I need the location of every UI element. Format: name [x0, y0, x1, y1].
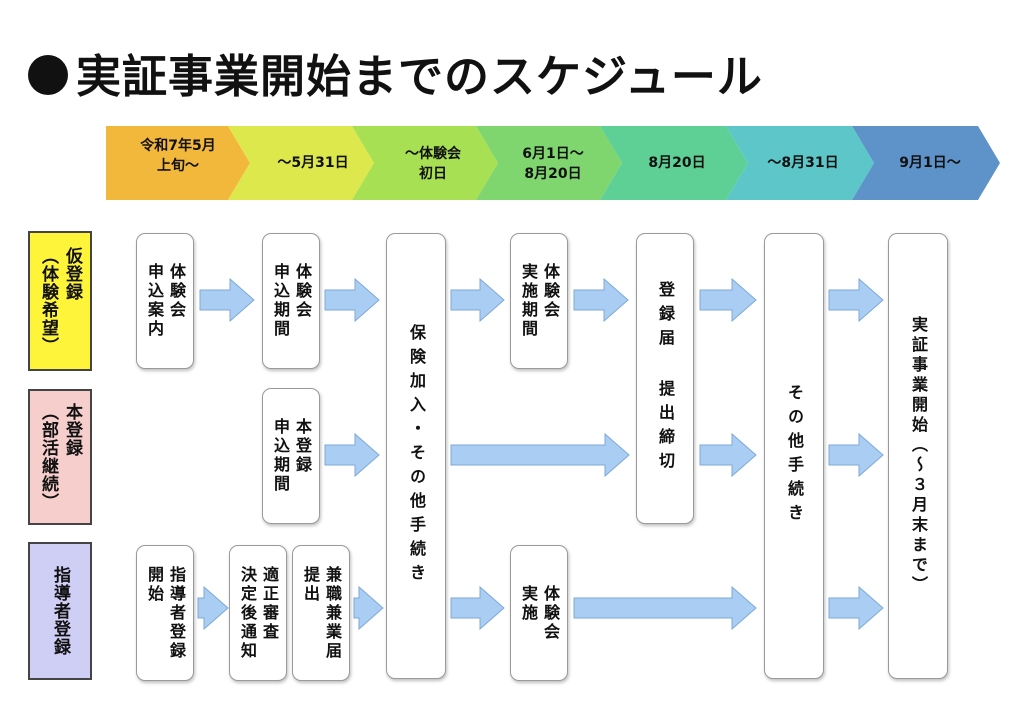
arrow-trial-to-deadline [573, 277, 629, 323]
timeline-chevron-2 [228, 126, 374, 200]
category-instructor: 指導者登録 [28, 542, 92, 680]
arrow-other-to-start-2 [828, 432, 884, 478]
timeline-label-6: ～8月31日 [767, 155, 839, 171]
insurance-box: 保険加入・その他手続き [386, 233, 446, 679]
category-main-label: 本登録 （部活継続） [38, 403, 82, 511]
side-job-box: 兼職兼業届 提出 [292, 545, 350, 681]
timeline-label-2: ～5月31日 [277, 155, 349, 171]
arrow-apply-to-insurance [324, 277, 380, 323]
arrow-deadline-to-other-2 [699, 432, 757, 478]
arrow-sidejob-to-insurance [353, 585, 384, 631]
timeline-chevron-5 [600, 126, 748, 200]
arrow-trial-held-to-other [573, 585, 757, 631]
arrow-other-to-start-1 [828, 277, 884, 323]
page-title: 実証事業開始までのスケジュール [28, 40, 763, 105]
other-procedures-box: その他手続き [764, 233, 824, 679]
arrow-guide-to-apply [199, 277, 255, 323]
registration-deadline-box: 登録届 提出締切 [636, 233, 694, 524]
project-start-box: 実証事業開始（～３月末まで） [888, 233, 948, 679]
arrow-register-to-screening [197, 585, 229, 631]
bullet-dot [28, 55, 68, 95]
title-text: 実証事業開始までのスケジュール [76, 50, 763, 103]
timeline-chevron-7 [852, 126, 1000, 200]
timeline-label-3: ～体験会 初日 [405, 146, 461, 182]
arrow-insurance-to-deadline [450, 432, 630, 478]
category-main: 本登録 （部活継続） [28, 389, 92, 525]
arrow-main-to-insurance [324, 432, 380, 478]
arrow-other-to-start-3 [828, 585, 884, 631]
category-instructor-label: 指導者登録 [50, 566, 70, 656]
category-provisional-label: 仮登録 （体験希望） [38, 247, 82, 355]
category-provisional: 仮登録 （体験希望） [28, 231, 92, 371]
trial-guide-box: 体験会 申込案内 [136, 233, 194, 369]
main-apply-box: 本登録 申込期間 [262, 388, 320, 524]
arrow-insurance-to-trial [450, 277, 505, 323]
trial-held-box: 体験会 実施 [510, 545, 568, 681]
instructor-register-box: 指導者登録 開始 [136, 545, 194, 681]
timeline-chevron-1 [106, 126, 250, 200]
timeline-label-1: 令和7年5月 上旬～ [140, 138, 216, 174]
arrow-deadline-to-other-1 [699, 277, 757, 323]
screening-box: 適正審査 決定後通知 [229, 545, 287, 681]
timeline-label-5: 8月20日 [648, 155, 706, 171]
trial-apply-box: 体験会 申込期間 [262, 233, 320, 369]
timeline-label-7: 9月1日～ [899, 155, 961, 171]
timeline-chevron-4 [476, 126, 622, 200]
arrow-insurance-to-trial-held [450, 585, 505, 631]
trial-period-box: 体験会 実施期間 [510, 233, 568, 369]
timeline-label-4: 6月1日～ 8月20日 [522, 146, 584, 182]
timeline-chevron-3 [352, 126, 498, 200]
timeline-chevron-6 [726, 126, 874, 200]
